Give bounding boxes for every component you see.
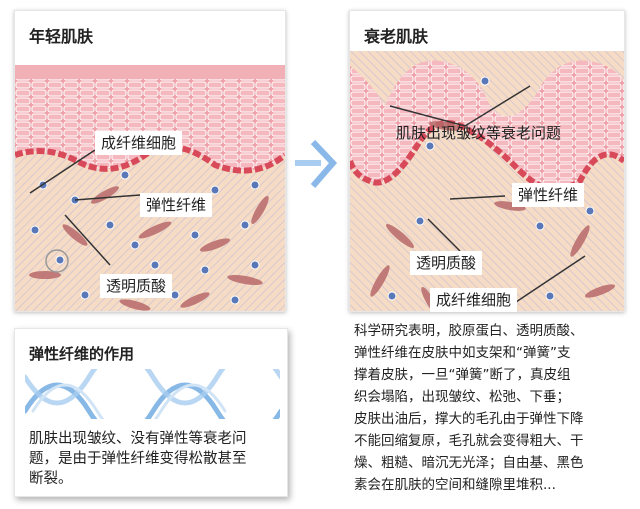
elastic-fiber-role-inset: 弹性纤维的作用 肌肤出现皱纹、没有弹性等衰老问 题，是由于弹性纤维变得松散甚至 … bbox=[14, 328, 288, 497]
aging-skin-illustration bbox=[350, 51, 624, 311]
description-text: 科学研究表明，胶原蛋白、透明质酸、 弹性纤维在皮肤中如支架和“弹簧”支 撑着皮肤… bbox=[354, 320, 634, 496]
description-line: 皮肤出油后，撑大的毛孔由于弹性下降 bbox=[354, 411, 584, 427]
inset-title: 弹性纤维的作用 bbox=[29, 345, 135, 363]
description-line: 织会塌陷，出现皱纹、松弛、下垂； bbox=[354, 389, 570, 405]
young-skin-illustration bbox=[15, 65, 285, 311]
label-fibroblast-aging: 成纤维细胞 bbox=[430, 288, 518, 312]
inset-text: 肌肤出现皱纹、没有弹性等衰老问 题，是由于弹性纤维变得松散甚至 断裂。 bbox=[29, 429, 247, 489]
young-skin-title: 年轻肌肤 bbox=[29, 27, 94, 46]
label-wrinkle-problem: 肌肤出现皱纹等衰老问题 bbox=[396, 124, 562, 142]
label-fibroblast-young: 成纤维细胞 bbox=[95, 131, 183, 155]
description-line: 素会在肌肤的空间和缝隙里堆积... bbox=[354, 477, 556, 493]
aging-skin-panel: 衰老肌肤 bbox=[349, 10, 625, 312]
description-line: 不能回缩复原，毛孔就会变得粗大、干 bbox=[354, 433, 584, 449]
description-line: 燥、粗糙、暗沉无光泽；自由基、黑色 bbox=[354, 455, 584, 471]
helix-illustration bbox=[25, 369, 280, 419]
description-line: 弹性纤维在皮肤中如支架和“弹簧”支 bbox=[354, 345, 571, 361]
label-elastic-fiber-young: 弹性纤维 bbox=[140, 193, 213, 217]
label-hyaluronic-acid-aging: 透明质酸 bbox=[410, 251, 483, 275]
inset-line: 断裂。 bbox=[29, 471, 73, 487]
inset-line: 题，是由于弹性纤维变得松散甚至 bbox=[29, 451, 247, 467]
inset-line: 肌肤出现皱纹、没有弹性等衰老问 bbox=[29, 431, 247, 447]
description-line: 科学研究表明，胶原蛋白、透明质酸、 bbox=[354, 323, 584, 339]
aging-skin-title: 衰老肌肤 bbox=[364, 27, 429, 46]
young-skin-panel: 年轻肌肤 bbox=[14, 10, 286, 312]
arrow-right-icon bbox=[295, 140, 337, 190]
description-line: 撑着皮肤，一旦“弹簧”断了，真皮组 bbox=[354, 367, 571, 383]
label-elastic-fiber-aging: 弹性纤维 bbox=[512, 183, 585, 207]
label-hyaluronic-acid-young: 透明质酸 bbox=[100, 274, 173, 298]
